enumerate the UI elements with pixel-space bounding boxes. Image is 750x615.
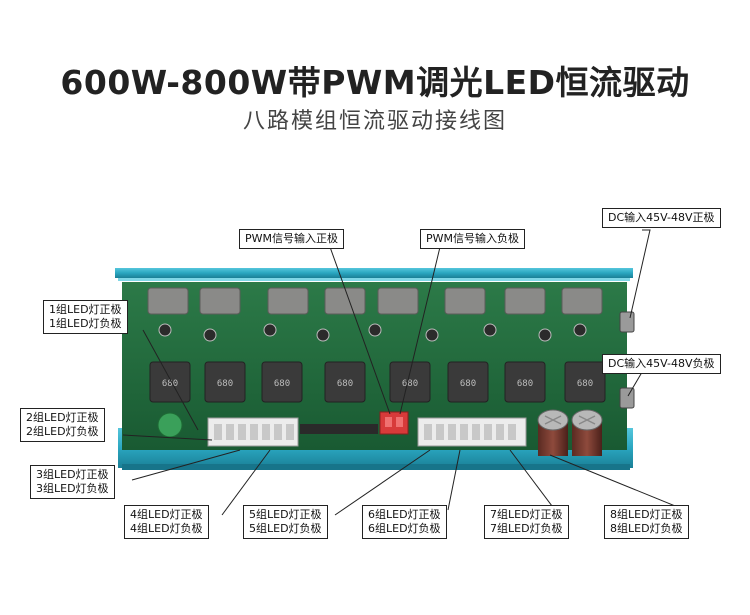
- top-components: [147, 287, 603, 315]
- output-connectors: [207, 417, 527, 447]
- inductor-mark: 680: [402, 379, 418, 389]
- page-title: 600W-800W带PWM调光LED恒流驱动: [60, 63, 690, 102]
- inductor-mark: 680: [337, 379, 353, 389]
- label-group-2: 2组LED灯正极 2组LED灯负极: [20, 408, 105, 442]
- inductor-mark: 680: [577, 379, 593, 389]
- label-pwm-positive: PWM信号输入正极: [239, 229, 345, 249]
- label-group-7: 7组LED灯正极 7组LED灯负极: [484, 505, 569, 539]
- label-group-8: 8组LED灯正极 8组LED灯负极: [604, 505, 689, 539]
- inductors: 680 680 680 680 680 680 680 680: [149, 361, 606, 403]
- label-dc-positive: DC输入45V-48V正极: [602, 208, 721, 228]
- inductor-mark: 680: [517, 379, 533, 389]
- pwm-connector: [300, 411, 409, 435]
- small-capacitors: [158, 323, 587, 342]
- inductor-mark: 680: [274, 379, 290, 389]
- page-subtitle: 八路模组恒流驱动接线图: [242, 109, 507, 134]
- label-group-4: 4组LED灯正极 4组LED灯负极: [124, 505, 209, 539]
- label-group-6: 6组LED灯正极 6组LED灯负极: [362, 505, 447, 539]
- label-group-3: 3组LED灯正极 3组LED灯负极: [30, 465, 115, 499]
- label-pwm-negative: PWM信号输入负极: [420, 229, 526, 249]
- label-group-1: 1组LED灯正极 1组LED灯负极: [43, 300, 128, 334]
- green-component: [157, 412, 183, 438]
- label-group-5: 5组LED灯正极 5组LED灯负极: [243, 505, 328, 539]
- inductor-mark: 680: [460, 379, 476, 389]
- inductor-mark: 680: [162, 379, 178, 389]
- label-dc-negative: DC输入45V-48V负极: [602, 354, 721, 374]
- inductor-mark: 680: [217, 379, 233, 389]
- electrolytic-capacitors: [537, 409, 603, 456]
